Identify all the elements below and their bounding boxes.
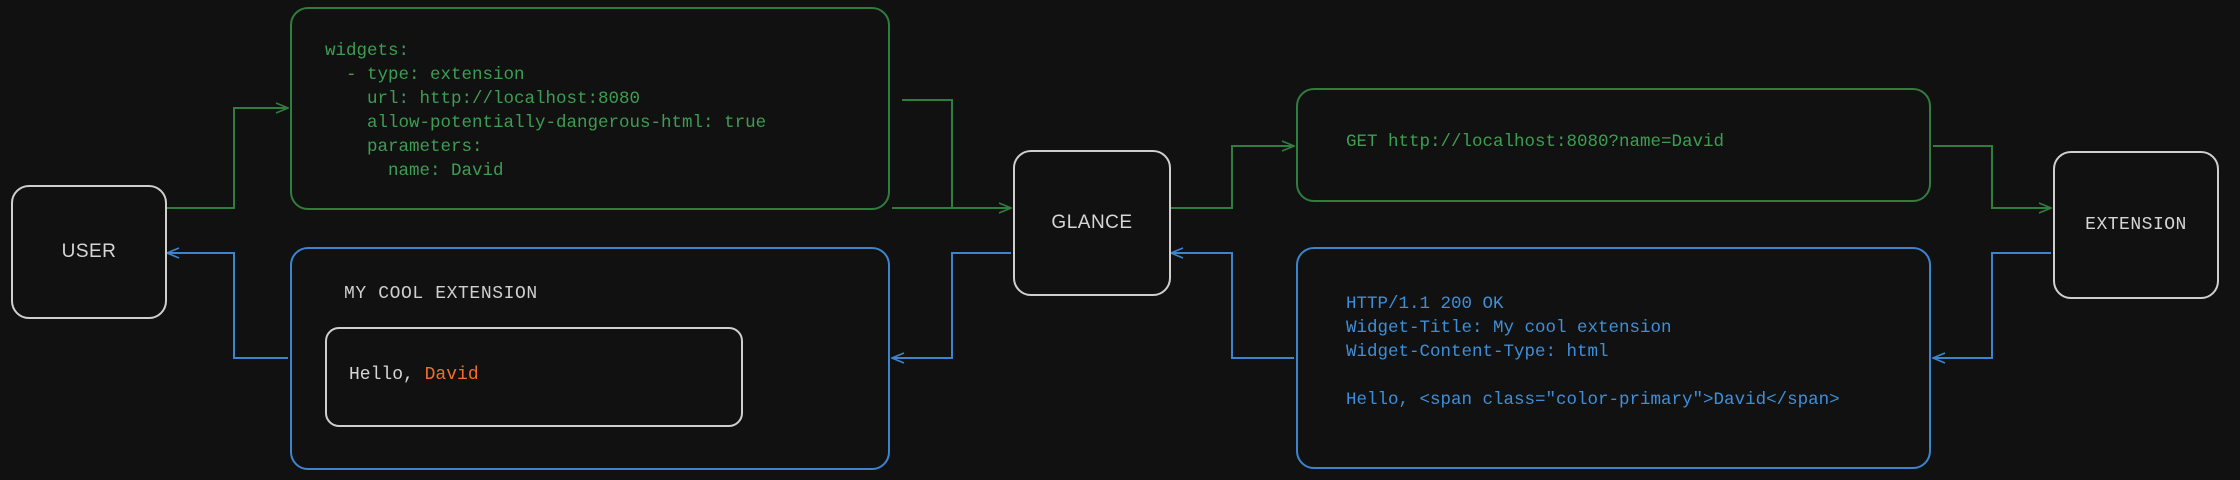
- http-request-box: GET http://localhost:8080?name=David: [1296, 88, 1931, 202]
- widget-greeting-name: David: [424, 365, 479, 385]
- node-extension[interactable]: EXTENSION: [2053, 151, 2219, 299]
- wire-request-to-extension: [1933, 145, 2051, 208]
- wire-response-to-glance: [1171, 253, 1294, 359]
- widget-preview-box: MY COOL EXTENSION Hello, David: [290, 247, 890, 470]
- wire-config-to-glance: [892, 99, 1011, 208]
- http-request-text: GET http://localhost:8080?name=David: [1346, 132, 1725, 152]
- wire-glance-to-request: [1171, 146, 1294, 209]
- node-glance[interactable]: GLANCE: [1013, 150, 1171, 296]
- widget-preview-greeting: Hello, David: [349, 365, 479, 385]
- wire-widget-to-user: [167, 253, 288, 359]
- node-glance-label: GLANCE: [1051, 212, 1133, 233]
- config-yaml-text: widgets: - type: extension url: http://l…: [325, 41, 767, 181]
- wire-glance-to-widget: [892, 252, 1011, 358]
- widget-preview-content-card: Hello, David: [325, 327, 743, 427]
- config-yaml-box: widgets: - type: extension url: http://l…: [290, 7, 890, 210]
- http-response-text: HTTP/1.1 200 OK Widget-Title: My cool ex…: [1346, 294, 1840, 410]
- wire-extension-to-response: [1933, 252, 2051, 358]
- http-response-box: HTTP/1.1 200 OK Widget-Title: My cool ex…: [1296, 247, 1931, 469]
- widget-preview-title: MY COOL EXTENSION: [344, 284, 538, 304]
- node-user[interactable]: USER: [11, 185, 167, 319]
- node-user-label: USER: [61, 241, 117, 262]
- wire-user-to-config: [167, 108, 288, 209]
- node-extension-label: EXTENSION: [2085, 215, 2187, 235]
- widget-greeting-prefix: Hello,: [349, 365, 425, 385]
